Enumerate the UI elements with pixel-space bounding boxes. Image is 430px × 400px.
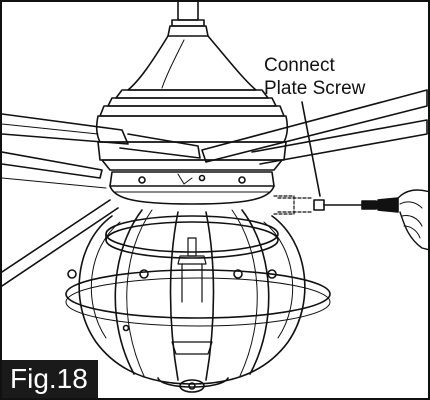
callout-leader xyxy=(301,101,321,197)
light-socket xyxy=(171,237,213,355)
light-cage xyxy=(65,209,331,385)
bottom-finial xyxy=(157,377,229,393)
downrod xyxy=(171,2,205,27)
callout-line-2: Plate Screw xyxy=(264,78,366,99)
switch-housing xyxy=(109,171,275,205)
connect-plate-screw-callout: Connect Plate Screw xyxy=(264,54,365,100)
callout-line-1: Connect xyxy=(264,55,335,76)
connect-plate-screw-detail xyxy=(273,195,399,215)
fan-blades xyxy=(2,89,428,287)
hand-illustration xyxy=(397,189,428,251)
figure-label: Fig.18 xyxy=(2,360,98,398)
